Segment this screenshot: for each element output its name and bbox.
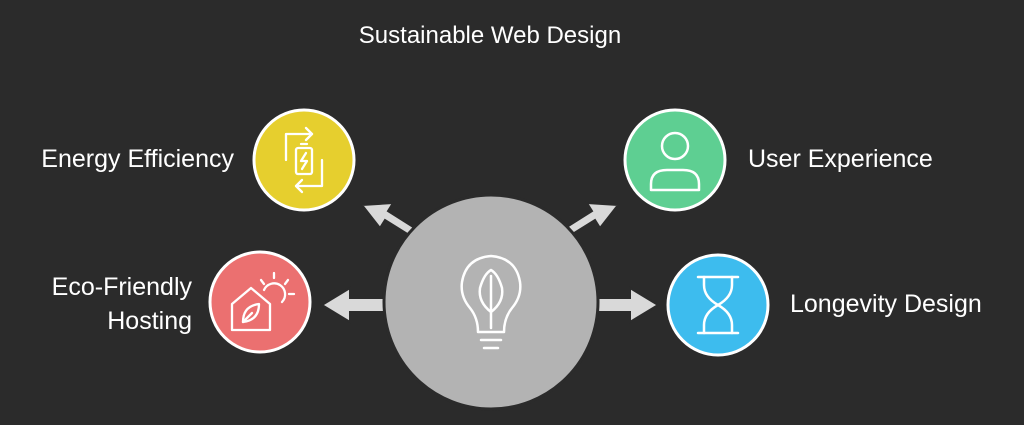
solar-house-icon (230, 271, 296, 332)
user-experience-node (623, 108, 727, 212)
longevity-design-label: Longevity Design (790, 290, 982, 318)
eco-friendly-hosting-node (208, 250, 312, 354)
battery-recycle-icon (284, 126, 324, 194)
diagram-title: Sustainable Web Design (358, 22, 622, 49)
eco-friendly-hosting-label-line1: Eco-Friendly (51, 273, 192, 301)
user-experience-label: User Experience (748, 145, 933, 173)
energy-efficiency-label: Energy Efficiency (41, 145, 234, 173)
lightbulb-leaf-icon (460, 254, 522, 350)
eco-friendly-hosting-label-line2: Hosting (107, 307, 192, 335)
longevity-design-node (666, 253, 770, 357)
energy-efficiency-node (252, 108, 356, 212)
user-icon (649, 131, 701, 192)
central-node (382, 193, 600, 411)
hourglass-icon (696, 275, 740, 335)
